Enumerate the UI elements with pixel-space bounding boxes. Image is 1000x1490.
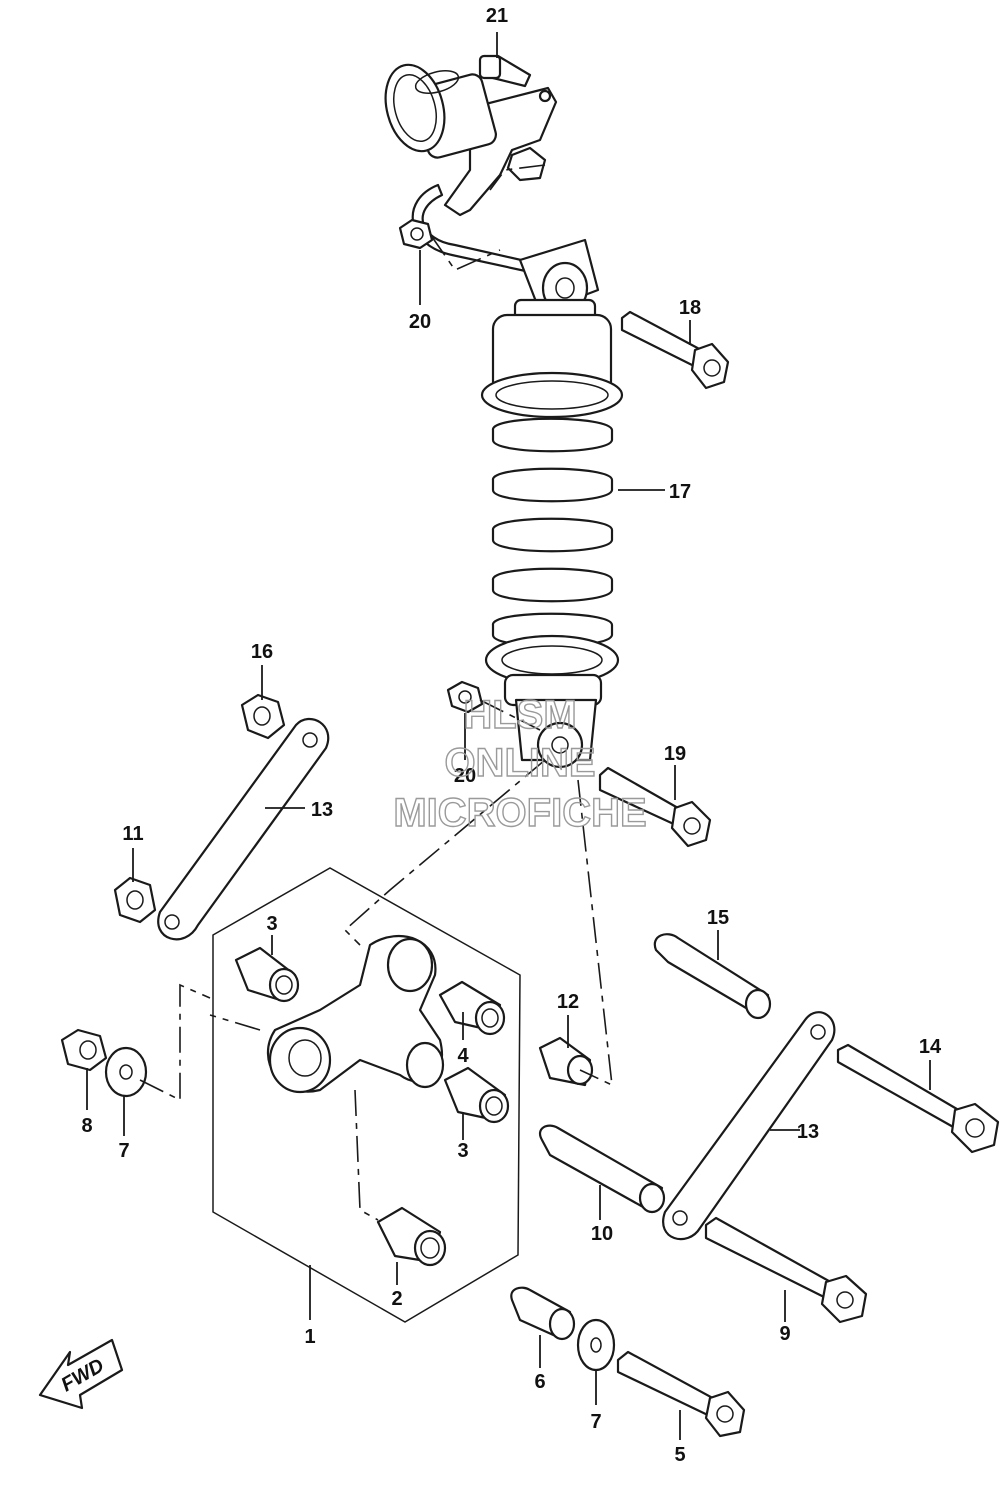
callout-9: 9 [779,1323,790,1345]
callout-14: 14 [919,1036,942,1058]
callout-5: 5 [674,1444,685,1466]
bushing-part-2[interactable] [376,1206,447,1267]
washer-part-7-left[interactable] [104,1046,148,1098]
nut-part-11[interactable] [113,876,157,924]
bushing-part-3-lower[interactable] [443,1066,510,1124]
collar-part-6[interactable] [510,1286,576,1341]
cushion-lever-kit-part-1[interactable] [212,867,521,1323]
callout-labels: 21 20 18 17 16 20 19 13 11 3 15 12 14 4 … [81,5,942,1466]
watermark-line-3: MICROFICHE [393,791,646,835]
callout-16: 16 [251,641,273,663]
link-rod-part-13-right[interactable] [662,1011,836,1241]
rear-shock-absorber-part-17[interactable] [480,238,624,769]
spacer-part-15[interactable] [653,933,772,1020]
bolt-part-9[interactable] [704,1216,868,1324]
bushing-part-4[interactable] [438,980,506,1036]
bolt-part-21[interactable] [478,54,532,88]
washer-part-7-right[interactable] [576,1318,616,1372]
callout-13-left: 13 [311,799,333,821]
callout-3-lower: 3 [457,1140,468,1162]
callout-13-right: 13 [797,1121,819,1143]
nut-part-8[interactable] [60,1028,108,1072]
bushing-part-3-upper[interactable] [234,946,300,1003]
nut-part-20-lower[interactable] [446,680,484,714]
callout-1: 1 [304,1326,315,1348]
bolt-part-5[interactable] [616,1350,746,1438]
callout-4: 4 [457,1045,469,1067]
watermark-line-2: ONLINE [444,741,595,785]
bolt-part-18[interactable] [620,310,730,390]
callout-7-left: 7 [118,1140,129,1162]
callout-10: 10 [591,1223,613,1245]
callout-21: 21 [486,5,508,27]
callout-7-right: 7 [590,1411,601,1433]
nut-part-16[interactable] [240,693,286,740]
link-rod-part-13-left[interactable] [157,718,330,941]
remote-preload-adjuster [384,63,558,274]
fwd-arrow-icon: FWD [38,1338,124,1410]
callout-6: 6 [534,1371,545,1393]
callout-15: 15 [707,907,729,929]
nut-part-20-upper[interactable] [398,218,434,250]
assembly-lines [139,164,613,1221]
spacer-part-10[interactable] [539,1124,666,1214]
callout-20-upper: 20 [409,311,431,333]
callout-20-lower: 20 [454,765,476,787]
callout-12: 12 [557,991,579,1013]
bolt-part-19[interactable] [598,766,712,848]
watermark: HLSM ONLINE MICROFICHE [393,692,648,835]
callout-11: 11 [122,823,143,845]
callout-8: 8 [81,1115,92,1137]
callout-17: 17 [669,481,691,503]
callout-19: 19 [664,743,686,765]
leader-lines [86,32,931,1440]
bolt-part-14[interactable] [836,1043,1000,1154]
callout-18: 18 [679,297,701,319]
watermark-line-1: HLSM [463,693,576,737]
callout-3-upper: 3 [266,913,277,935]
callout-2: 2 [391,1288,402,1310]
collar-part-12[interactable] [538,1036,594,1087]
